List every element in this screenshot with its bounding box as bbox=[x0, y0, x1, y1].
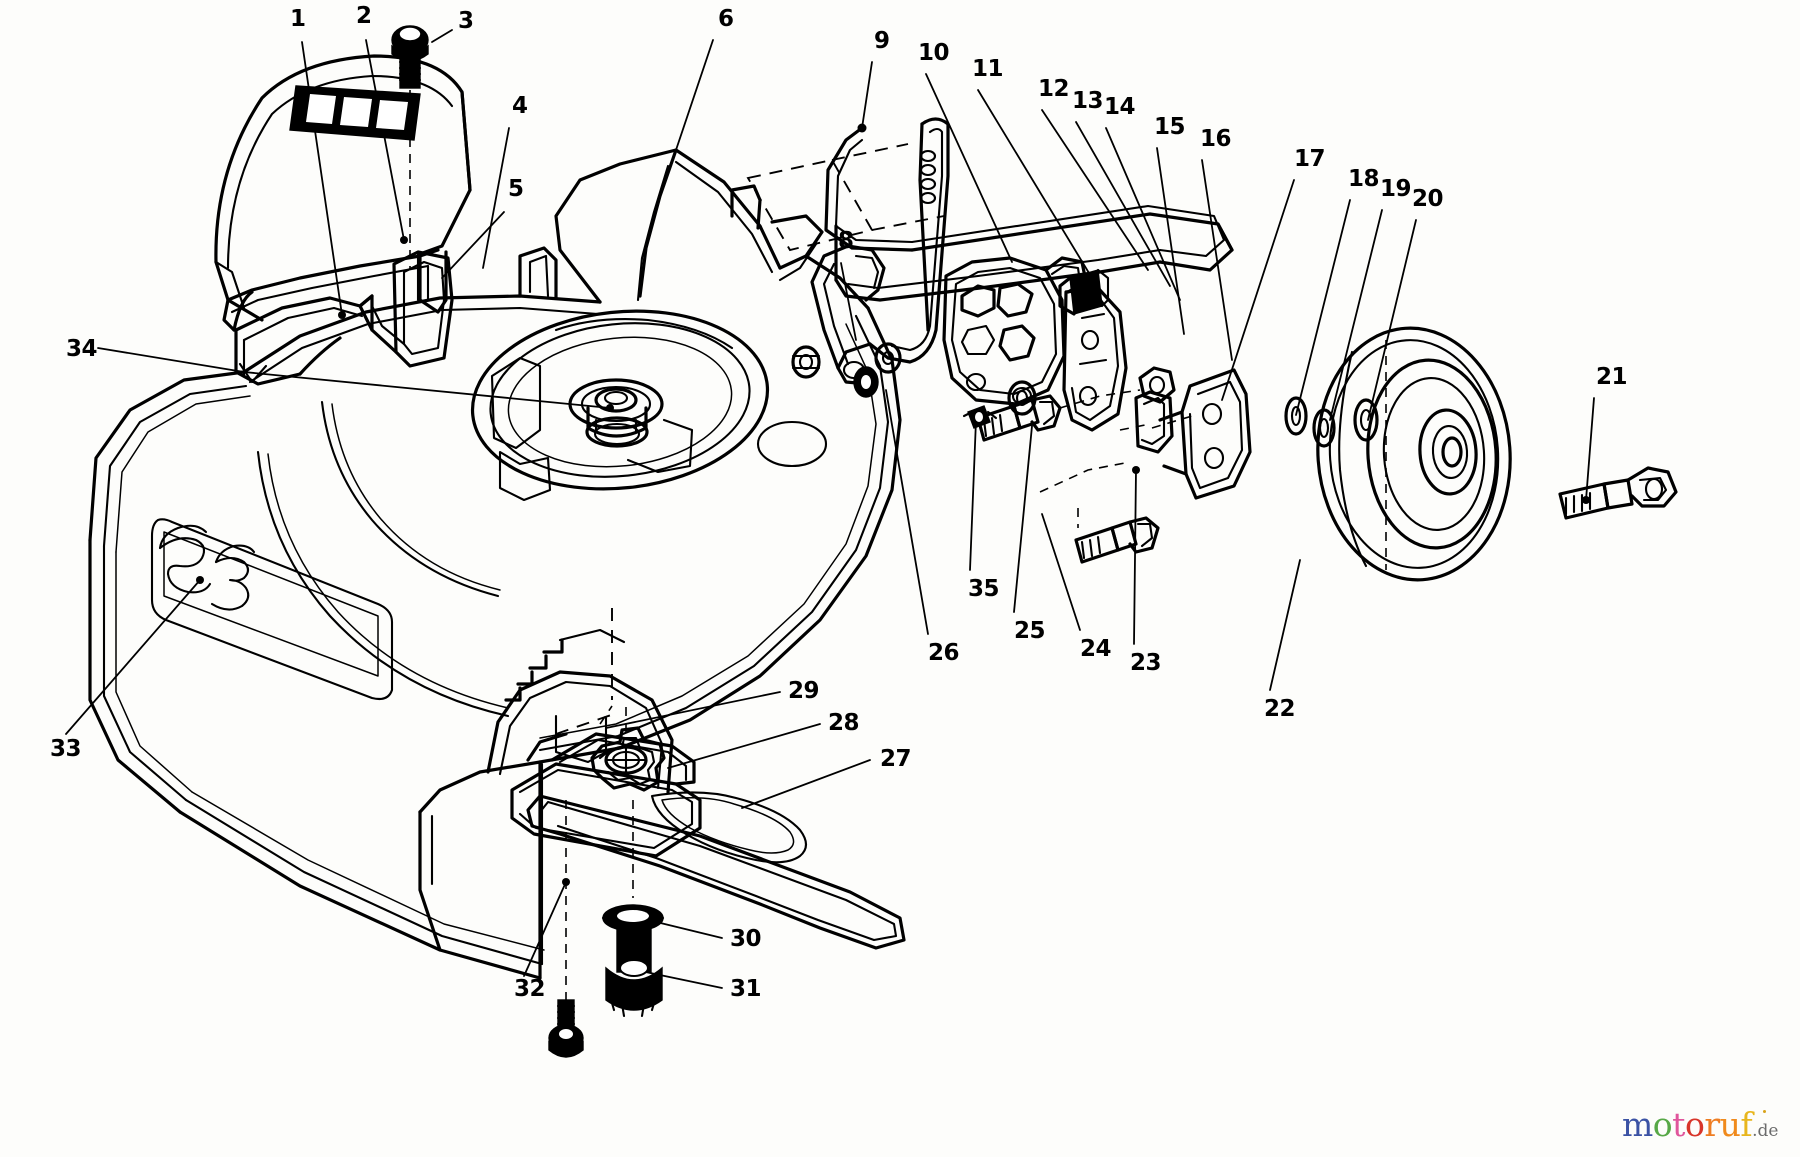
part-5-bracket bbox=[234, 294, 374, 386]
callout-11: 11 bbox=[972, 56, 1004, 82]
logo-letter-o1: o bbox=[1652, 1105, 1673, 1144]
part-26-bushing bbox=[853, 342, 902, 398]
part-29-reference bbox=[599, 705, 613, 725]
callout-20: 20 bbox=[1412, 186, 1444, 212]
part-10-height-adjust-lever bbox=[810, 117, 950, 386]
callout-31: 31 bbox=[730, 976, 762, 1002]
part-4-bracket bbox=[358, 250, 454, 368]
callout-34: 34 bbox=[66, 336, 98, 362]
callout-27: 27 bbox=[880, 746, 912, 772]
callout-4: 4 bbox=[512, 93, 528, 119]
part-32-screw bbox=[548, 800, 584, 1058]
callout-33: 33 bbox=[50, 736, 82, 762]
part-8-spacer bbox=[791, 345, 821, 379]
callout-29: 29 bbox=[788, 678, 820, 704]
part-28-blade-adapter bbox=[510, 700, 702, 858]
callout-12: 12 bbox=[1038, 76, 1070, 102]
motoruf-watermark-logo: motoruf.de bbox=[1622, 1108, 1778, 1141]
callout-25: 25 bbox=[1014, 618, 1046, 644]
logo-letter-m: m bbox=[1622, 1105, 1653, 1144]
part-27-cutting-blade bbox=[526, 791, 906, 950]
part-35-nut bbox=[962, 405, 998, 429]
callout-24: 24 bbox=[1080, 636, 1112, 662]
part-23-bolt bbox=[1074, 516, 1160, 564]
callout-10: 10 bbox=[918, 40, 950, 66]
callout-2: 2 bbox=[356, 3, 372, 29]
part-rear-deflector-cover bbox=[214, 54, 472, 332]
callout-18: 18 bbox=[1348, 166, 1380, 192]
assembly-dash-guides bbox=[1039, 389, 1193, 528]
logo-letter-t: t bbox=[1672, 1105, 1685, 1144]
part-18-19-axle-bracket bbox=[1134, 368, 1252, 500]
part-9-11-handle-bracket-frame bbox=[746, 126, 1234, 302]
part-25-washer bbox=[1007, 380, 1037, 416]
callout-28: 28 bbox=[828, 710, 860, 736]
callout-8: 8 bbox=[838, 228, 854, 254]
part-6-mower-deck-housing bbox=[88, 148, 902, 980]
callout-16: 16 bbox=[1200, 126, 1232, 152]
callout-3: 3 bbox=[458, 8, 474, 34]
logo-letter-o2: o bbox=[1684, 1105, 1705, 1144]
callout-15: 15 bbox=[1154, 114, 1186, 140]
callout-1: 1 bbox=[290, 6, 306, 32]
part-3-screw bbox=[391, 25, 429, 270]
part-31-bolt bbox=[605, 800, 663, 1018]
callout-35: 35 bbox=[968, 576, 1000, 602]
callout-22: 22 bbox=[1264, 696, 1296, 722]
callout-26: 26 bbox=[928, 640, 960, 666]
callout-6: 6 bbox=[718, 6, 734, 32]
callout-19: 19 bbox=[1380, 176, 1412, 202]
callout-13: 13 bbox=[1072, 88, 1104, 114]
callout-5: 5 bbox=[508, 176, 524, 202]
callout-9: 9 bbox=[874, 28, 890, 54]
logo-suffix-de: .de bbox=[1752, 1121, 1779, 1141]
part-16-adjuster-plate bbox=[1062, 286, 1128, 432]
callout-23: 23 bbox=[1130, 650, 1162, 676]
deck-marking-53 bbox=[158, 524, 256, 611]
callout-32: 32 bbox=[514, 976, 546, 1002]
callout-14: 14 bbox=[1104, 94, 1136, 120]
part-12-13-14-height-plate bbox=[942, 256, 1088, 406]
callout-17: 17 bbox=[1294, 146, 1326, 172]
callout-30: 30 bbox=[730, 926, 762, 952]
part-30-washer bbox=[601, 904, 665, 932]
logo-letter-r: r bbox=[1704, 1105, 1720, 1144]
callout-21: 21 bbox=[1596, 364, 1628, 390]
part-34-tip bbox=[238, 362, 268, 384]
part-22-wheel bbox=[1316, 326, 1512, 582]
part-21-axle-bolt bbox=[1558, 466, 1678, 520]
logo-letter-f: f bbox=[1740, 1105, 1753, 1144]
logo-letter-u: u bbox=[1719, 1105, 1741, 1144]
logo-accent-dot bbox=[1763, 1110, 1766, 1113]
